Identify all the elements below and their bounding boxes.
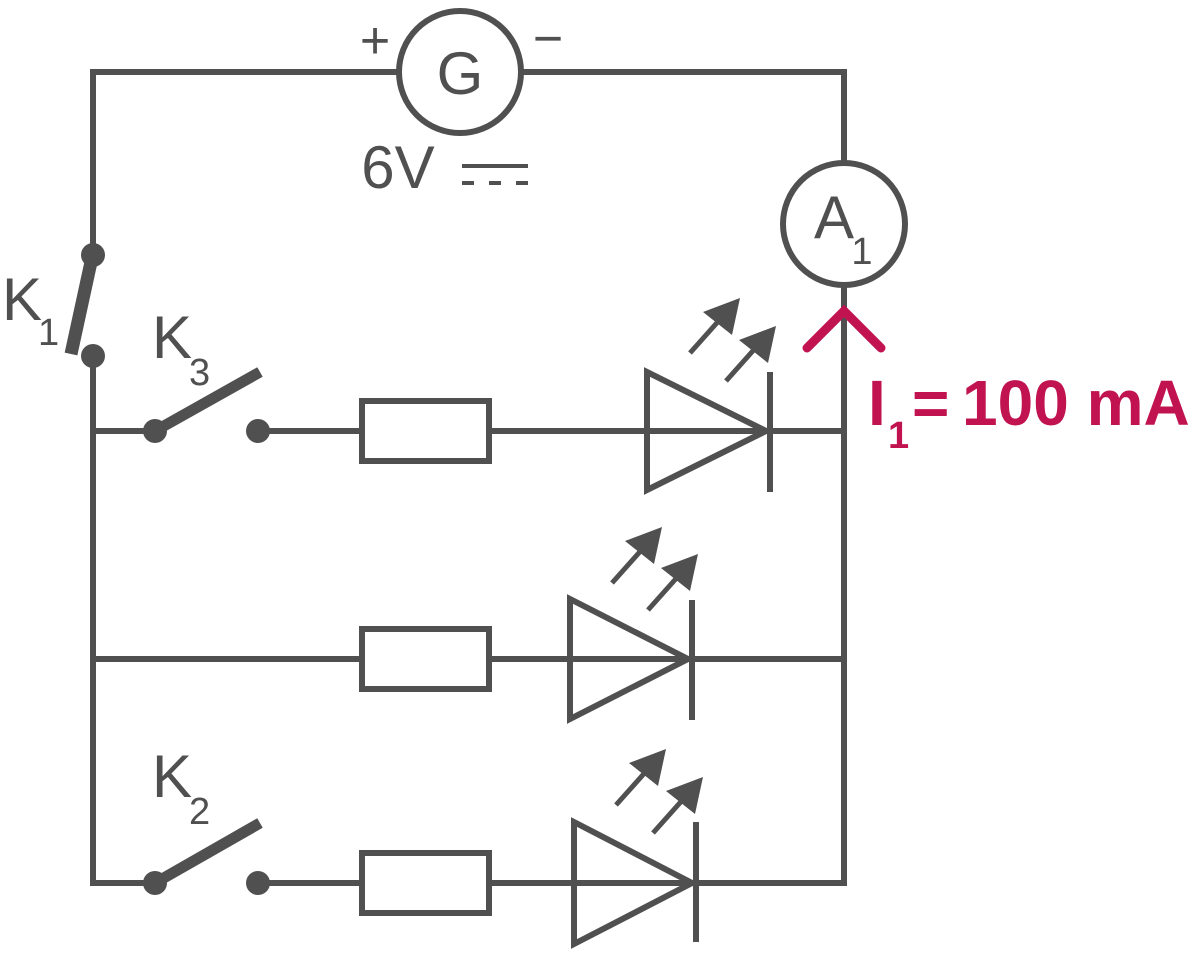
resistor-icon	[359, 850, 492, 916]
current-arrow-icon	[802, 304, 886, 353]
resistors	[359, 398, 492, 916]
source-plus: +	[360, 12, 390, 70]
ammeter-circle-icon	[780, 160, 908, 288]
k1-contact-top	[81, 243, 105, 267]
led2-light-arrows-icon	[610, 527, 698, 612]
k3-index: 3	[189, 352, 210, 394]
k2-letter: K	[152, 743, 192, 810]
current-symbol: I	[868, 367, 886, 439]
switch-k1: K 1	[2, 243, 105, 368]
k1-index: 1	[38, 312, 59, 354]
switch-k3: K 3	[143, 304, 270, 443]
k3-contact-open	[246, 419, 270, 443]
led-icon	[617, 367, 773, 495]
k2-contact-open	[246, 871, 270, 895]
ammeter-a1: A 1	[780, 160, 908, 288]
k2-index: 2	[189, 791, 210, 833]
switch-k2: K 2	[143, 743, 270, 895]
source-minus: −	[533, 10, 563, 68]
led1-light-arrows-icon	[688, 298, 776, 383]
k1-lever	[64, 260, 98, 356]
led3-light-arrows-icon	[614, 749, 703, 835]
led-icon	[540, 594, 695, 724]
source-rating: 6V	[361, 134, 434, 201]
resistor-icon	[359, 626, 492, 692]
k1-letter: K	[2, 266, 42, 333]
k2-contact-pivot	[143, 871, 167, 895]
current-value: 100 mA	[962, 367, 1190, 439]
k2-lever	[152, 818, 263, 888]
source-g: G + − 6V	[360, 8, 563, 201]
source-symbol: G	[437, 40, 484, 107]
current-equals: =	[912, 367, 949, 439]
current-indicator: I 1 = 100 mA	[802, 304, 1190, 457]
source-circle-icon	[396, 8, 524, 136]
k1-contact-bottom	[81, 344, 105, 368]
resistor-icon	[359, 398, 492, 464]
k3-lever	[152, 367, 263, 436]
ammeter-index: 1	[851, 231, 872, 273]
k3-contact-pivot	[143, 419, 167, 443]
ammeter-symbol: A	[814, 184, 854, 251]
k3-letter: K	[152, 304, 192, 371]
current-index: 1	[888, 415, 909, 457]
dc-symbol-icon	[462, 164, 528, 185]
wires	[90, 69, 847, 886]
led-icon	[544, 817, 699, 949]
